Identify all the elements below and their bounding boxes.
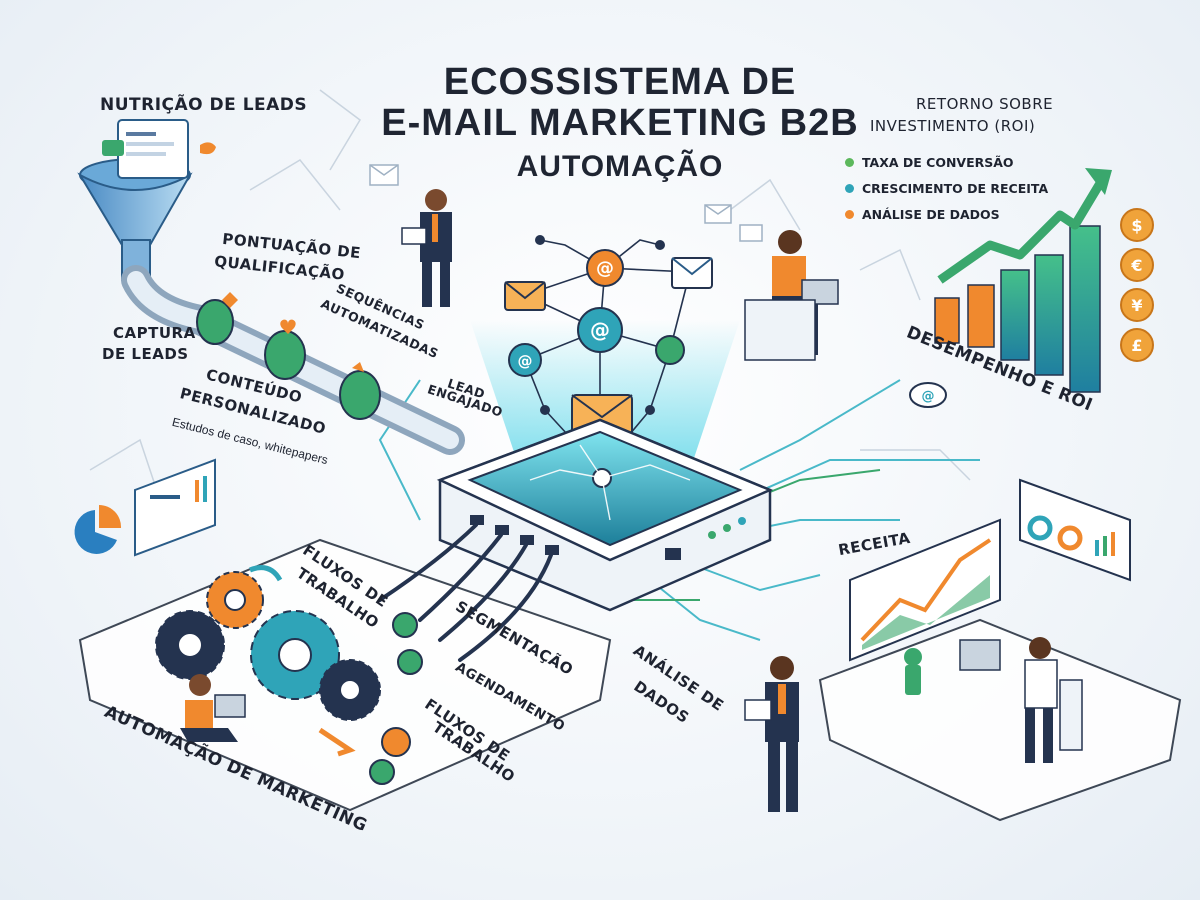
legend-dot-conversao (845, 158, 854, 167)
person-laptop-left (180, 674, 246, 742)
person-seated-laptop (744, 230, 839, 361)
legend-text-analise: ANÁLISE DE DADOS (862, 207, 1000, 222)
coin-dollar-icon: $ (1120, 208, 1154, 242)
floating-envelopes (369, 164, 763, 242)
hub-cables (378, 523, 553, 662)
title-line-1: ECOSSISTEMA DE (443, 61, 797, 103)
label-nutricao-leads: NUTRIÇÃO DE LEADS (100, 95, 308, 115)
roi-legend-item: ANÁLISE DE DADOS (845, 207, 1000, 222)
legend-text-conversao: TAXA DE CONVERSÃO (862, 155, 1014, 170)
svg-text:@: @ (590, 318, 610, 342)
person-standing-bottom (744, 656, 799, 812)
roi-legend-item: CRESCIMENTO DE RECEITA (845, 181, 1048, 196)
person-at-desk (904, 637, 1083, 763)
title-line-2: E-MAIL MARKETING B2B (381, 102, 859, 144)
person-standing-tablet (401, 189, 452, 307)
flow-nodes (369, 612, 423, 785)
revenue-dashboard (849, 478, 1131, 662)
left-dashboard-card (74, 458, 216, 557)
pipe-segment-2 (264, 330, 306, 380)
automation-gears (155, 565, 381, 757)
roi-legend-item: TAXA DE CONVERSÃO (845, 155, 1014, 170)
legend-dot-receita (845, 184, 854, 193)
svg-text:@: @ (922, 389, 935, 404)
legend-dot-analise (845, 210, 854, 219)
pipe-segment-3 (339, 370, 381, 420)
lead-funnel (77, 119, 216, 281)
pipe-segment-1 (196, 299, 234, 345)
background-network (89, 89, 971, 501)
coin-dollar-symbol: $ (1131, 215, 1143, 235)
svg-text:@: @ (518, 352, 533, 370)
label-roi-1: RETORNO SOBRE (916, 95, 1054, 113)
coin-pound-icon: £ (1120, 328, 1154, 362)
coin-euro-symbol: € (1131, 255, 1143, 275)
label-roi-2: INVESTIMENTO (ROI) (870, 117, 1036, 135)
email-nodes: @ @ @ (504, 235, 713, 436)
legend-text-receita: CRESCIMENTO DE RECEITA (862, 181, 1049, 196)
label-captura-1: CAPTURA (113, 324, 196, 342)
roi-bar-chart (934, 168, 1112, 393)
title-line-3: AUTOMAÇÃO (516, 150, 724, 183)
coin-pound-symbol: £ (1131, 335, 1143, 355)
automation-hub (436, 418, 774, 612)
performance-at-badge: @ (909, 382, 947, 408)
svg-text:@: @ (596, 258, 614, 279)
coin-yen-symbol: ¥ (1131, 295, 1143, 315)
hub-connections (378, 379, 980, 641)
lead-pipe (121, 265, 465, 455)
label-captura-2: DE LEADS (102, 345, 189, 363)
coin-yen-icon: ¥ (1120, 288, 1154, 322)
coin-euro-icon: € (1120, 248, 1154, 282)
